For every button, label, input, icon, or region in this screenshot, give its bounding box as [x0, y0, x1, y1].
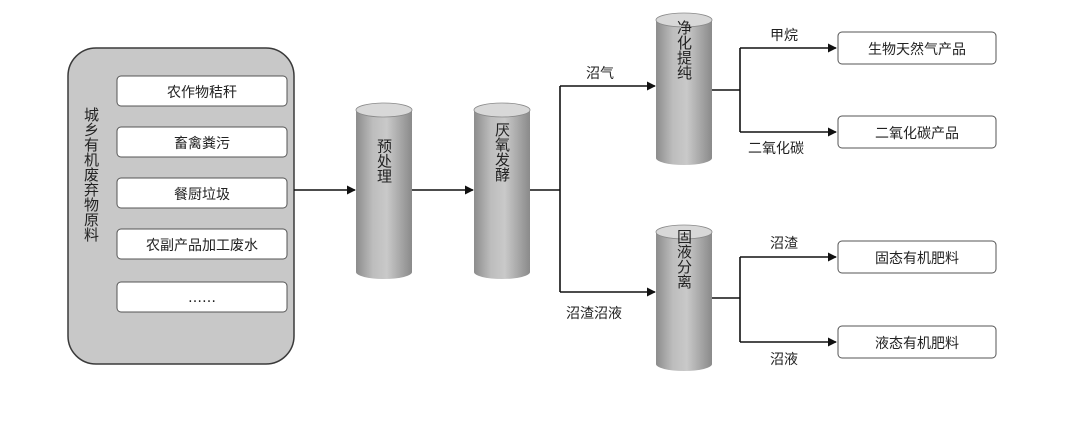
anaerobic-label: 厌氧发酵	[493, 122, 511, 182]
source-item: 农作物秸秆	[116, 75, 288, 107]
product-label: 固态有机肥料	[875, 251, 959, 267]
anaerobic-cylinder: 厌氧发酵	[473, 102, 531, 279]
source-item: ……	[116, 281, 288, 313]
pretreatment-label: 预处理	[375, 139, 393, 184]
source-item-label: 畜禽粪污	[174, 135, 230, 152]
source-item-label: ……	[188, 290, 216, 306]
source-item: 餐厨垃圾	[116, 177, 288, 209]
separation-label: 固液分离	[675, 229, 693, 289]
liquid-label: 沼液	[770, 352, 798, 368]
source-item: 农副产品加工废水	[116, 228, 288, 260]
biogas-label: 沼气	[586, 66, 614, 82]
source-item-label: 餐厨垃圾	[174, 187, 230, 203]
methane-label: 甲烷	[770, 28, 798, 44]
purification-cylinder: 净化提纯	[655, 12, 713, 165]
source-item-label: 农作物秸秆	[167, 85, 237, 101]
separation-cylinder: 固液分离	[655, 224, 713, 371]
product-box-liquid-fertilizer: 液态有机肥料	[837, 325, 997, 359]
source-item-label: 农副产品加工废水	[146, 238, 258, 254]
product-label: 生物天然气产品	[868, 41, 966, 58]
co2-label: 二氧化碳	[748, 141, 804, 157]
product-label: 二氧化碳产品	[875, 126, 959, 142]
source-group-label: 城乡有机废弃物原料	[82, 107, 100, 242]
pretreatment-cylinder: 预处理	[355, 102, 413, 279]
product-label: 液态有机肥料	[875, 336, 959, 352]
product-box-natural-gas: 生物天然气产品	[837, 31, 997, 65]
source-item: 畜禽粪污	[116, 126, 288, 158]
purification-label: 净化提纯	[675, 20, 693, 80]
residue-label: 沼渣	[770, 236, 798, 252]
product-box-co2: 二氧化碳产品	[837, 115, 997, 149]
product-box-solid-fertilizer: 固态有机肥料	[837, 240, 997, 274]
residue-liquid-label: 沼渣沼液	[566, 306, 622, 322]
